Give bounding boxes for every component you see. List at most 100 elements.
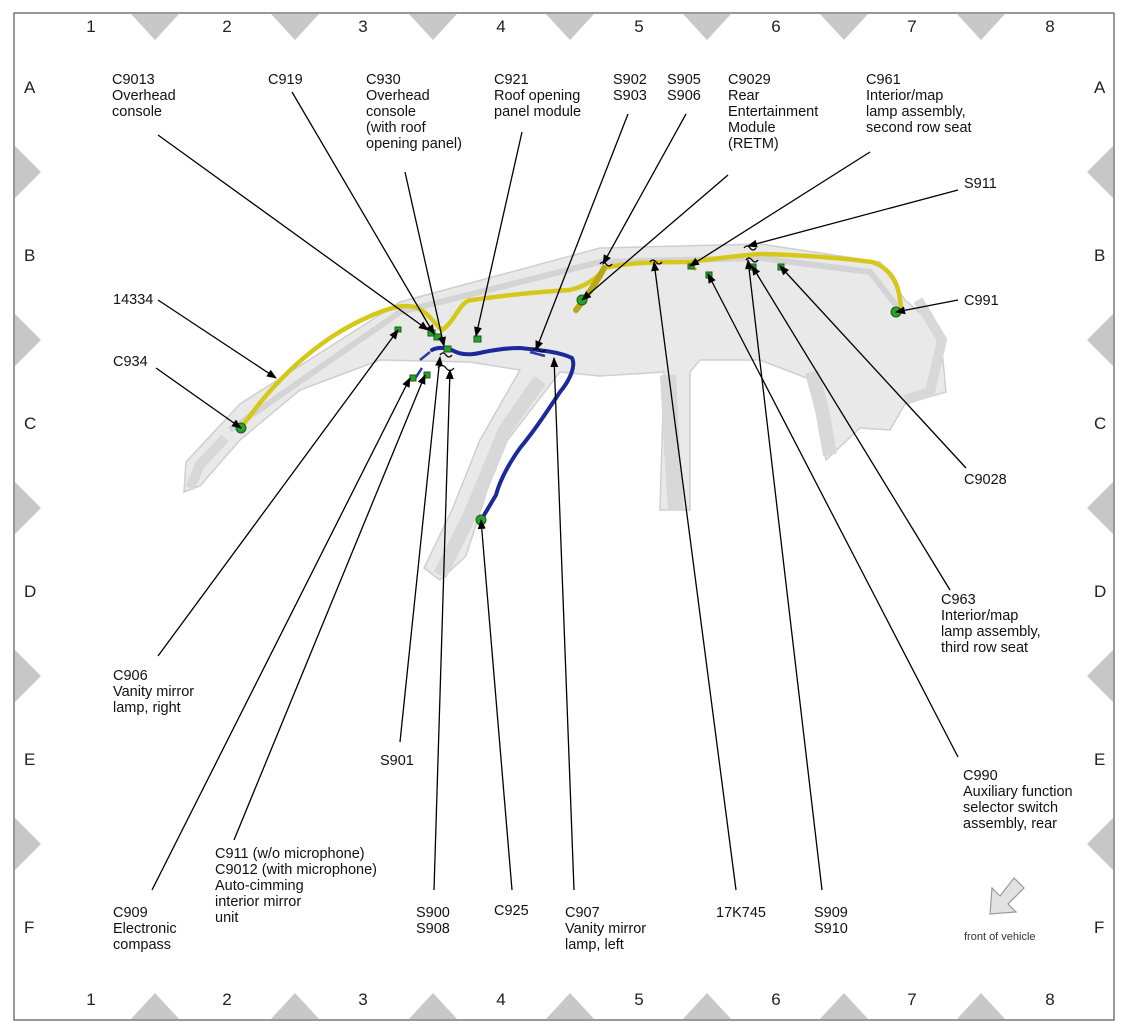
label-c925-line: C925 [494,903,529,919]
label-c9013-line: console [112,104,162,120]
label-s905-s906-line: S905 [667,72,701,88]
grid-column-bottom: 2 [222,990,232,1009]
leader-s909-s910 [745,259,823,891]
grid-column-bottom: 8 [1045,990,1055,1009]
label-s909-s910-line: S909 [814,905,848,921]
label-c906-line: Vanity mirror [113,684,195,700]
grid-column-top: 2 [222,17,232,36]
grid-column-top: 1 [86,17,96,36]
grid-column-bottom: 6 [771,990,781,1009]
label-c909-line: C909 [113,905,148,921]
label-c963-line: Interior/map [941,608,1019,624]
connector-c909 [409,374,417,382]
leader-c9028 [779,265,967,469]
label-c934: C934 [113,354,148,370]
label-c909-line: Electronic [113,921,177,937]
grid-tab-right [1087,146,1113,198]
label-c990-line: C990 [963,768,998,784]
leader-c934 [155,367,242,429]
grid-row-right: B [1094,246,1106,265]
c-pillar [805,370,837,457]
label-c963-line: C963 [941,592,976,608]
label-c9028-line: C9028 [964,472,1007,488]
label-c9028: C9028 [964,472,1007,488]
label-s905-s906-line: S906 [667,88,701,104]
label-c909-line: compass [113,937,172,953]
leader-c963 [751,265,951,591]
splice-s911 [743,245,757,251]
label-c990-line: Auxiliary function [963,784,1073,800]
label-c911-c9012-line: unit [215,910,239,926]
grid-row-left: F [24,918,35,937]
grid-column-top: 8 [1045,17,1055,36]
d-pillar [903,297,948,405]
grid-row-left: B [24,246,36,265]
label-c907-line: lamp, left [565,937,624,953]
connector-c921 [473,335,482,343]
grid-row-left: E [24,750,36,769]
label-14334: 14334 [113,292,153,308]
leader-s911 [747,189,959,248]
label-c906-line: lamp, right [113,700,181,716]
grid-tab-right [1087,650,1113,702]
leader-c909 [151,377,411,891]
label-c911-c9012-line: C911 (w/o microphone) [215,846,365,862]
leader-c930 [404,171,446,347]
label-s901-line: S901 [380,753,414,769]
label-c907-line: C907 [565,905,600,921]
leader-s900-s908 [433,369,454,891]
label-s902-s903-line: S903 [613,88,647,104]
label-c919-line: C919 [268,72,303,88]
a-pillar-left [433,375,546,579]
leader-c9013 [157,134,429,331]
label-c9029-line: C9029 [728,72,771,88]
splice-s900-s908 [437,364,455,372]
label-c9029-line: (RETM) [728,136,779,152]
grid-tab-bottom [271,993,319,1019]
leader-c921 [474,131,523,337]
grid-tab-bottom [957,993,1005,1019]
grid-column-bottom: 7 [907,990,917,1009]
leader-s901 [399,356,444,743]
label-c9029-line: Module [728,120,776,136]
label-c961-line: Interior/map [866,88,944,104]
grid-tab-left [15,146,41,198]
label-c925: C925 [494,903,529,919]
label-c9013-line: C9013 [112,72,155,88]
connector-c919 [433,333,442,341]
grid-column-top: 5 [634,17,644,36]
leader-c907 [550,357,575,891]
label-c907-line: Vanity mirror [565,921,647,937]
label-c961-line: lamp assembly, [866,104,966,120]
grid-row-left: D [24,582,37,601]
leader-c906 [157,329,399,657]
grid-row-right: C [1094,414,1107,433]
grid-column-top: 7 [907,17,917,36]
label-c990-line: assembly, rear [963,816,1058,832]
label-s902-s903-line: S902 [613,72,647,88]
connector-c906 [394,326,402,333]
leader-c990 [707,273,959,758]
a-pillar-right [185,434,229,490]
grid-tab-top [409,14,457,40]
label-c961-line: C961 [866,72,901,88]
grid-tab-top [683,14,731,40]
grid-tab-left [15,482,41,534]
grid-tab-right [1087,818,1113,870]
grid-tab-left [15,314,41,366]
grid-tab-bottom [409,993,457,1019]
label-c990-line: selector switch [963,800,1059,816]
label-c911-c9012-line: interior mirror [215,894,302,910]
label-c9029-line: Entertainment [728,104,819,120]
roof-structure [183,243,948,581]
label-c930-line: C930 [366,72,401,88]
label-c934-line: C934 [113,354,148,370]
label-c930-line: console [366,104,416,120]
